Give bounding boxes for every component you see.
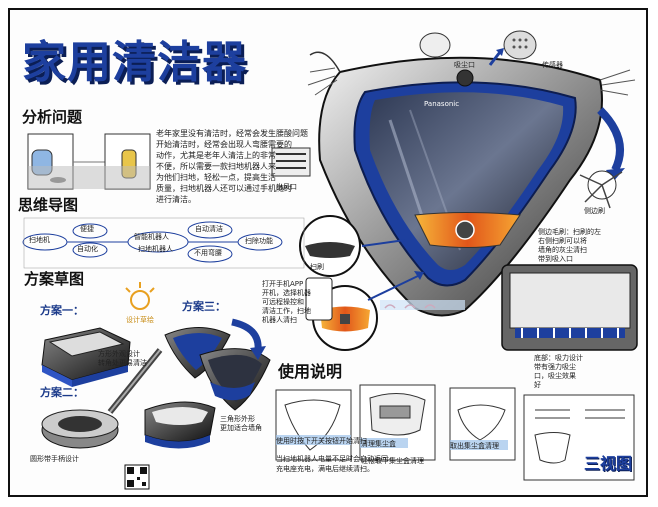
page-title: 家用清洁器 <box>22 37 247 88</box>
logo-text: 设计草绘 <box>126 316 154 324</box>
drawing-canvas <box>22 30 638 490</box>
usage-step-1-note: 当扫地机器人电量不足时会自动返回充电座充电，满电后继续清扫。 <box>276 455 388 473</box>
vent-label: 出风口 <box>276 183 297 191</box>
brush-label: 侧边刷 <box>584 207 605 215</box>
scheme3-note: 三角形外形更加适合墙角 <box>220 415 262 432</box>
mindmap-node: 扫地机 <box>29 236 50 244</box>
sweep-label: 扫刷 <box>310 263 324 271</box>
problem-text: 老年家里没有清洁时，经常会发生腰酸问题开始清洁时，经常会出现人弯腰需要的动作，尤… <box>156 129 308 204</box>
mindmap-node: 扫地机器人 <box>138 245 173 253</box>
side-brush-note: 侧边毛刷：扫刷的左右侧扫刷可以将墙角的灰尘清扫带到吸入口 <box>538 228 601 263</box>
mindmap-node: 自动清洁 <box>195 225 223 233</box>
scheme1-note: 方形外观设计转角处更易清洁 <box>98 350 147 367</box>
section-mindmap: 思维导图 <box>18 196 79 214</box>
scheme-2-label: 方案二： <box>40 386 84 399</box>
section-usage: 使用说明 <box>278 362 343 381</box>
scheme-3-label: 方案三： <box>182 300 226 313</box>
section-three-view: 三视图 <box>584 454 633 473</box>
scheme-1-label: 方案一： <box>40 304 84 317</box>
qr-code-icon <box>124 464 150 490</box>
scheme2-robot <box>41 348 163 449</box>
scheme2-note: 圆形带手柄设计 <box>30 455 79 463</box>
usage-step-3-label: 取出集尘盒清理 <box>450 442 499 450</box>
dust-box-label: 吸尘口 <box>454 61 475 69</box>
mindmap-node: 便捷 <box>80 225 94 233</box>
section-problem: 分析问题 <box>22 108 83 126</box>
section-sketch: 方案草图 <box>24 270 85 288</box>
mindmap-node: 智能机器人 <box>134 233 169 241</box>
mindmap-node: 不用弯腰 <box>194 249 222 257</box>
mindmap-node: 扫除功能 <box>245 237 273 245</box>
usage-step-2-label: 清理集尘盒 <box>361 440 396 448</box>
usage-step-1-label: 使用时按下开关按钮开始清扫 <box>276 437 367 445</box>
scheme1-robot <box>41 327 131 387</box>
poster: 家用清洁器 分析问题 思维导图 方案草图 使用说明 三视图 Panasonic … <box>8 8 648 497</box>
scheme3-robot <box>164 327 271 411</box>
bottom-note: 底部：吸力设计带有强力吸尘口，吸尘效果好 <box>534 354 583 389</box>
main-robot <box>307 51 636 317</box>
brand-label: Panasonic <box>424 100 460 108</box>
sensor-label: 传感器 <box>542 61 563 69</box>
mindmap-node: 自动化 <box>77 245 98 253</box>
usage-step-2-note: 轻松取下集尘盒清理 <box>361 457 424 465</box>
